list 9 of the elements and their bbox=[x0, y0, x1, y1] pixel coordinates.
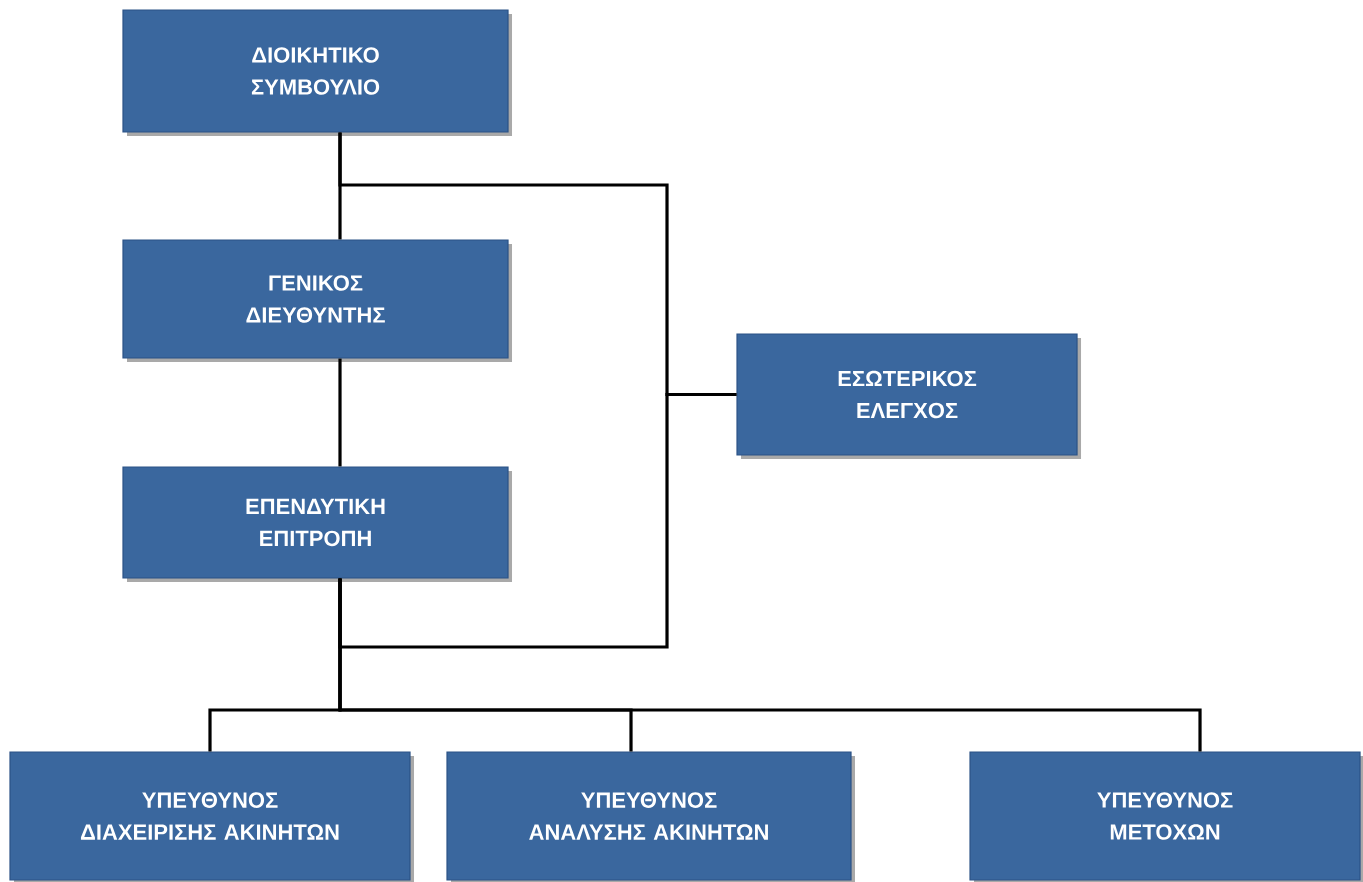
connector-line bbox=[338, 578, 1202, 752]
org-box: ΓΕΝΙΚΟΣ ΔΙΕΥΘΥΝΤΗΣ bbox=[122, 239, 512, 362]
org-box: ΥΠΕΥΘΥΝΟΣ ΔΙΑΧΕΙΡΙΣΗΣ ΑΚΙΝΗΤΩΝ bbox=[9, 751, 414, 882]
org-box: ΕΣΩΤΕΡΙΚΟΣ ΕΛΕΓΧΟΣ bbox=[736, 333, 1081, 459]
org-box: ΥΠΕΥΘΥΝΟΣ ΜΕΤΟΧΩΝ bbox=[969, 751, 1363, 882]
org-box: ΔΙΟΙΚΗΤΙΚΟ ΣΥΜΒΟΥΛΙΟ bbox=[122, 9, 512, 136]
org-box: ΕΠΕΝΔΥΤΙΚΗ ΕΠΙΤΡΟΠΗ bbox=[122, 466, 512, 582]
connector-line bbox=[338, 358, 342, 467]
org-box: ΥΠΕΥΘΥΝΟΣ ΑΝΑΛΥΣΗΣ ΑΚΙΝΗΤΩΝ bbox=[446, 751, 855, 882]
